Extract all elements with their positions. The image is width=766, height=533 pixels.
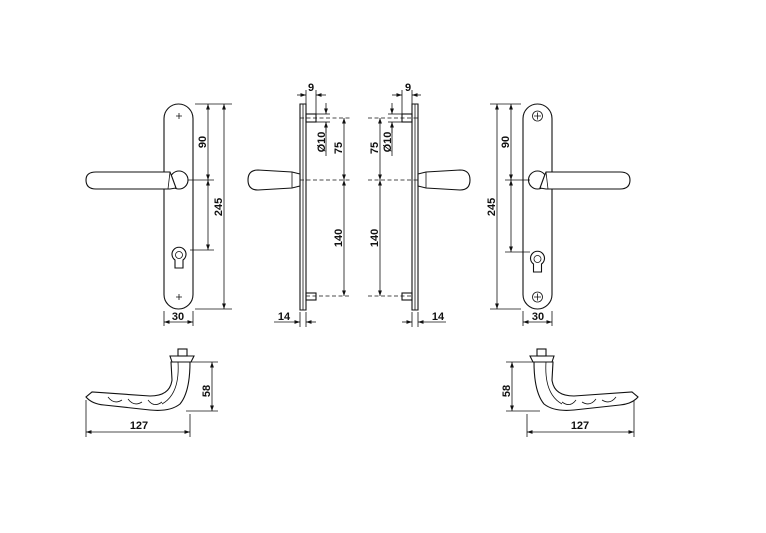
handle-top-view-left: 58 127 xyxy=(85,348,218,437)
dim-label-upper: 90 xyxy=(500,136,512,148)
dim-label-width: 30 xyxy=(532,311,544,323)
bore-bottom xyxy=(305,292,317,301)
lever-side xyxy=(417,169,471,191)
cylinder-keyhole xyxy=(529,250,546,273)
side-view-left: 9 Ø10 75 140 14 xyxy=(247,82,350,327)
handle-lever-top xyxy=(85,361,191,411)
side-view-right: 9 Ø10 75 140 14 xyxy=(368,82,471,327)
back-plate xyxy=(522,103,553,310)
handle-rose-top xyxy=(529,355,555,363)
screw-top-icon xyxy=(532,110,543,122)
bore-bottom xyxy=(401,292,413,301)
dim-label-to-spindle: 75 xyxy=(333,142,345,154)
spindle-stub xyxy=(536,348,547,357)
dim-label-height: 245 xyxy=(213,198,225,216)
handle-rose-top xyxy=(169,355,195,363)
dim-label-handle-length: 127 xyxy=(130,420,148,432)
screw-bottom-icon xyxy=(532,291,543,303)
dim-label-depth: 14 xyxy=(432,311,445,323)
lever-handle xyxy=(85,171,177,190)
dim-label-height: 245 xyxy=(486,198,498,216)
screw-bottom-icon xyxy=(176,294,182,300)
spindle-stub xyxy=(177,348,188,357)
handle-top-view-right: 58 127 xyxy=(501,348,639,437)
back-plate xyxy=(163,103,194,310)
dim-label-width: 30 xyxy=(172,311,184,323)
dim-label-spindle-bottom: 140 xyxy=(333,229,345,247)
lever-handle xyxy=(539,171,631,190)
front-view-left: 90 245 30 xyxy=(85,103,232,326)
dim-label-handle-height: 58 xyxy=(201,385,213,397)
plate-profile xyxy=(411,103,419,311)
front-view-right: 90 245 30 xyxy=(486,103,631,326)
lever-side xyxy=(247,169,301,191)
handle-lever-top xyxy=(533,361,639,411)
dim-label-bore: Ø10 xyxy=(382,132,394,153)
dim-label-bore: Ø10 xyxy=(316,132,328,153)
dim-label-to-spindle: 75 xyxy=(369,142,381,154)
screw-top-icon xyxy=(176,113,182,119)
dim-label-handle-height: 58 xyxy=(501,385,513,397)
dim-label-upper: 90 xyxy=(197,136,209,148)
dim-label-spindle-bottom: 140 xyxy=(369,229,381,247)
cylinder-keyhole xyxy=(171,246,187,269)
dim-label-depth: 14 xyxy=(278,311,291,323)
dim-label-offset: 9 xyxy=(405,82,411,94)
dim-label-handle-length: 127 xyxy=(571,420,589,432)
plate-profile xyxy=(299,103,307,311)
dim-label-offset: 9 xyxy=(308,82,314,94)
